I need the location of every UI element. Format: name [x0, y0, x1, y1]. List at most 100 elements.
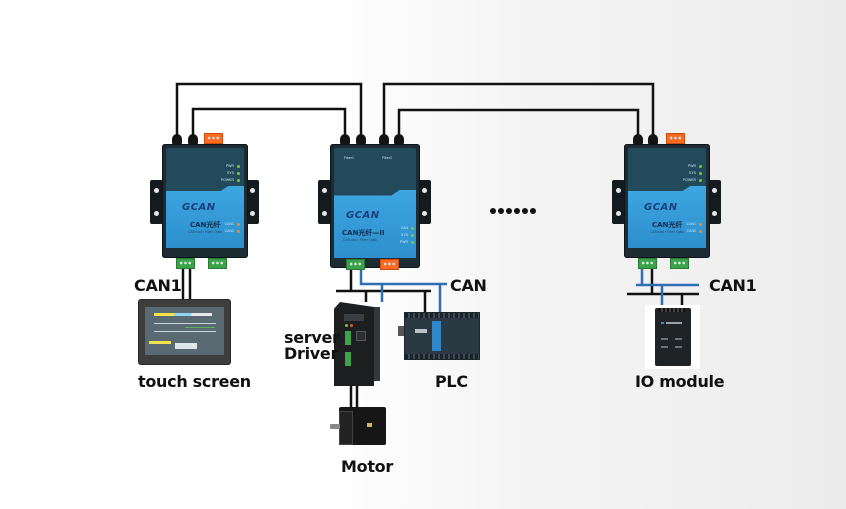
io-port [661, 338, 668, 340]
device-subtitle: CAN bus / Fiber Optic [188, 230, 223, 234]
can-fiber-converter-left: PWR SYS POWER GCAN CAN光纤 CAN bus / Fiber… [150, 132, 260, 269]
mounting-ear-right [418, 180, 431, 224]
led-power: POWER [683, 178, 702, 182]
plc-side-clip [398, 326, 404, 336]
io-port [661, 346, 668, 348]
fiber-port-r2 [379, 134, 389, 144]
can-fiber-converter-center: Fiber1 Fiber2 GCAN CAN光纤—II CAN bus / Fi… [318, 132, 432, 272]
label-can1-left: CAN1 [134, 276, 182, 295]
device-subtitle: CAN bus / Fiber Optic [650, 230, 685, 234]
device-front-face [628, 186, 706, 248]
label-plc: PLC [435, 372, 468, 391]
device-housing: PWR SYS POWER GCAN CAN光纤 CAN bus / Fiber… [162, 144, 248, 258]
power-terminal [380, 259, 399, 270]
touch-screen-display [145, 307, 224, 355]
device-housing: Fiber1 Fiber2 GCAN CAN光纤—II CAN bus / Fi… [330, 144, 420, 268]
led-can: CAN [401, 226, 414, 230]
fiber-link-left-outer [175, 82, 363, 138]
fiber-port-r1 [633, 134, 643, 144]
servo-connector-green [345, 352, 351, 366]
led-sys: SYS [689, 171, 702, 175]
port-group-fiber2: Fiber2 [382, 156, 392, 160]
plc-device [404, 312, 480, 360]
motor-shaft [330, 424, 340, 429]
led-can2: CAN2 [225, 229, 240, 233]
fiber-link-right-inner [397, 108, 640, 138]
screen-chart-bar [154, 313, 212, 316]
power-terminal [666, 133, 685, 144]
gcan-logo: GCAN [644, 202, 678, 213]
io-terminal-strip [659, 308, 685, 312]
mounting-ear-left [150, 180, 163, 224]
io-module-device [655, 308, 691, 366]
screen-chart-line [154, 323, 216, 324]
device-name: CAN光纤 [652, 221, 683, 229]
device-housing: PWR SYS POWER GCAN CAN光纤 CAN bus / Fiber… [624, 144, 710, 258]
device-top-panel [334, 148, 416, 198]
plc-status-panel [432, 321, 441, 351]
io-port [675, 346, 682, 348]
servo-driver-device [334, 302, 374, 386]
screen-chart-line [185, 327, 215, 328]
led-can1: CAN1 [687, 222, 702, 226]
label-touch-screen: touch screen [138, 372, 251, 391]
io-port [675, 338, 682, 340]
can2-terminal [208, 258, 227, 269]
mounting-ear-left [612, 180, 625, 224]
motor-label [367, 423, 372, 427]
motor-face [339, 411, 353, 445]
mounting-ear-right [708, 180, 721, 224]
fiber-port-t1 [648, 134, 658, 144]
device-name: CAN光纤 [190, 221, 221, 229]
screen-status-bar [149, 341, 171, 344]
led-sys: SYS [227, 171, 240, 175]
io-label [666, 322, 682, 324]
servo-connector-green [345, 331, 351, 345]
fiber-port-t1 [356, 134, 366, 144]
servo-port [356, 331, 366, 341]
fiber-port-r1 [172, 134, 182, 144]
label-server-driver-line1: server [284, 328, 340, 347]
servo-display [344, 314, 364, 321]
led-can2: CAN2 [687, 229, 702, 233]
device-front-face [334, 190, 416, 258]
screen-chart-line [154, 331, 216, 332]
mounting-ear-left [318, 180, 331, 224]
gcan-logo: GCAN [182, 202, 216, 213]
servo-led-red [350, 324, 353, 327]
device-subtitle: CAN bus / Fiber Optic [343, 238, 378, 242]
led-pwr: PWR [226, 164, 240, 168]
can1-terminal [638, 258, 657, 269]
fiber-port-r1 [340, 134, 350, 144]
fiber-link-left-inner [191, 107, 347, 138]
servo-side-panel [374, 307, 380, 381]
fiber-port-t2 [394, 134, 404, 144]
led-can1: CAN1 [225, 222, 240, 226]
plc-label [415, 329, 427, 333]
io-indicator [661, 322, 664, 324]
led-pwr: PWR [688, 164, 702, 168]
can-center-blue-drop [359, 268, 447, 286]
plc-terminal-strip [405, 313, 479, 318]
label-motor: Motor [341, 457, 393, 476]
led-power: POWER [221, 178, 240, 182]
led-sys: SYS [401, 233, 414, 237]
mounting-ear-right [246, 180, 259, 224]
label-can-center: CAN [450, 276, 487, 295]
port-group-fiber1: Fiber1 [344, 156, 354, 160]
can1-terminal [176, 258, 195, 269]
plc-terminal-strip [405, 354, 479, 359]
fiber-link-right-outer [382, 82, 655, 138]
label-can1-right: CAN1 [709, 276, 757, 295]
device-front-face [166, 186, 244, 248]
servo-led-green [345, 324, 348, 327]
more-devices-ellipsis [490, 208, 536, 214]
led-pwr: PWR [400, 240, 414, 244]
touch-screen-device [139, 300, 230, 364]
fiber-port-t1 [188, 134, 198, 144]
can-fiber-converter-right: PWR SYS POWER GCAN CAN光纤 CAN bus / Fiber… [612, 132, 722, 269]
can-terminal [346, 259, 365, 270]
servo-motor-device [339, 407, 386, 445]
